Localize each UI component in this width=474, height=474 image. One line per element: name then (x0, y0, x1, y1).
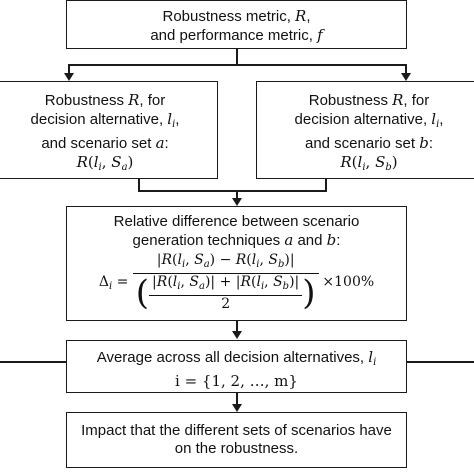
arrow-to-left-box (64, 73, 74, 81)
relative-line-2: generation techniques a and b: (132, 231, 341, 249)
box-robustness-set-a: Robustness R, for decision alternative, … (0, 81, 218, 179)
arrow-to-impact-box (232, 404, 242, 412)
metrics-line-2: and performance metric, f (150, 26, 323, 44)
left-line-3: and scenario set a: (41, 134, 169, 152)
side-line-left (0, 361, 66, 363)
connector-right-drop (405, 64, 407, 74)
connector-split-horizontal (68, 64, 405, 66)
connector-average-to-impact (236, 393, 238, 404)
left-formula: R(li, Sa) (76, 153, 134, 173)
connector-merge-vertical (236, 190, 238, 198)
left-line-2: decision alternative, li, (30, 110, 180, 130)
side-line-right (407, 361, 474, 363)
metrics-line-1: Robustness metric, R, (162, 7, 311, 25)
left-line-1: Robustness R, for (44, 91, 166, 109)
box-average: Average across all decision alternatives… (66, 340, 407, 393)
connector-right-down (325, 179, 327, 190)
relative-line-1: Relative difference between scenario (113, 213, 360, 230)
right-line-2: decision alternative, li, (294, 110, 444, 130)
connector-left-drop (68, 64, 70, 74)
impact-line-2: on the robustness. (174, 440, 299, 457)
right-line-1: Robustness R, for (308, 91, 430, 109)
box-impact: Impact that the different sets of scenar… (66, 412, 407, 468)
arrow-to-right-box (401, 73, 411, 81)
average-line-1: Average across all decision alternatives… (96, 348, 377, 368)
relative-difference-formula: Δi = |R(li, Sa) − R(li, Sb)| (|R(li, Sa)… (98, 252, 375, 313)
average-line-2: i = {1, 2, …, m} (175, 372, 298, 390)
right-line-3: and scenario set b: (304, 134, 434, 152)
box-robustness-set-b: Robustness R, for decision alternative, … (256, 81, 474, 179)
connector-merge-horizontal (138, 190, 327, 192)
arrow-to-average-box (232, 331, 242, 339)
box-metrics: Robustness metric, R, and performance me… (66, 0, 407, 49)
formula-fraction: |R(li, Sa) − R(li, Sb)| (|R(li, Sa)| + |… (132, 252, 319, 313)
arrow-to-relative-box (232, 198, 242, 206)
impact-line-1: Impact that the different sets of scenar… (81, 422, 392, 439)
connector-left-down (138, 179, 140, 190)
connector-top-vertical (236, 48, 238, 64)
connector-relative-to-average (236, 321, 238, 331)
right-formula: R(li, Sb) (340, 153, 398, 173)
box-relative-difference: Relative difference between scenario gen… (66, 206, 407, 321)
